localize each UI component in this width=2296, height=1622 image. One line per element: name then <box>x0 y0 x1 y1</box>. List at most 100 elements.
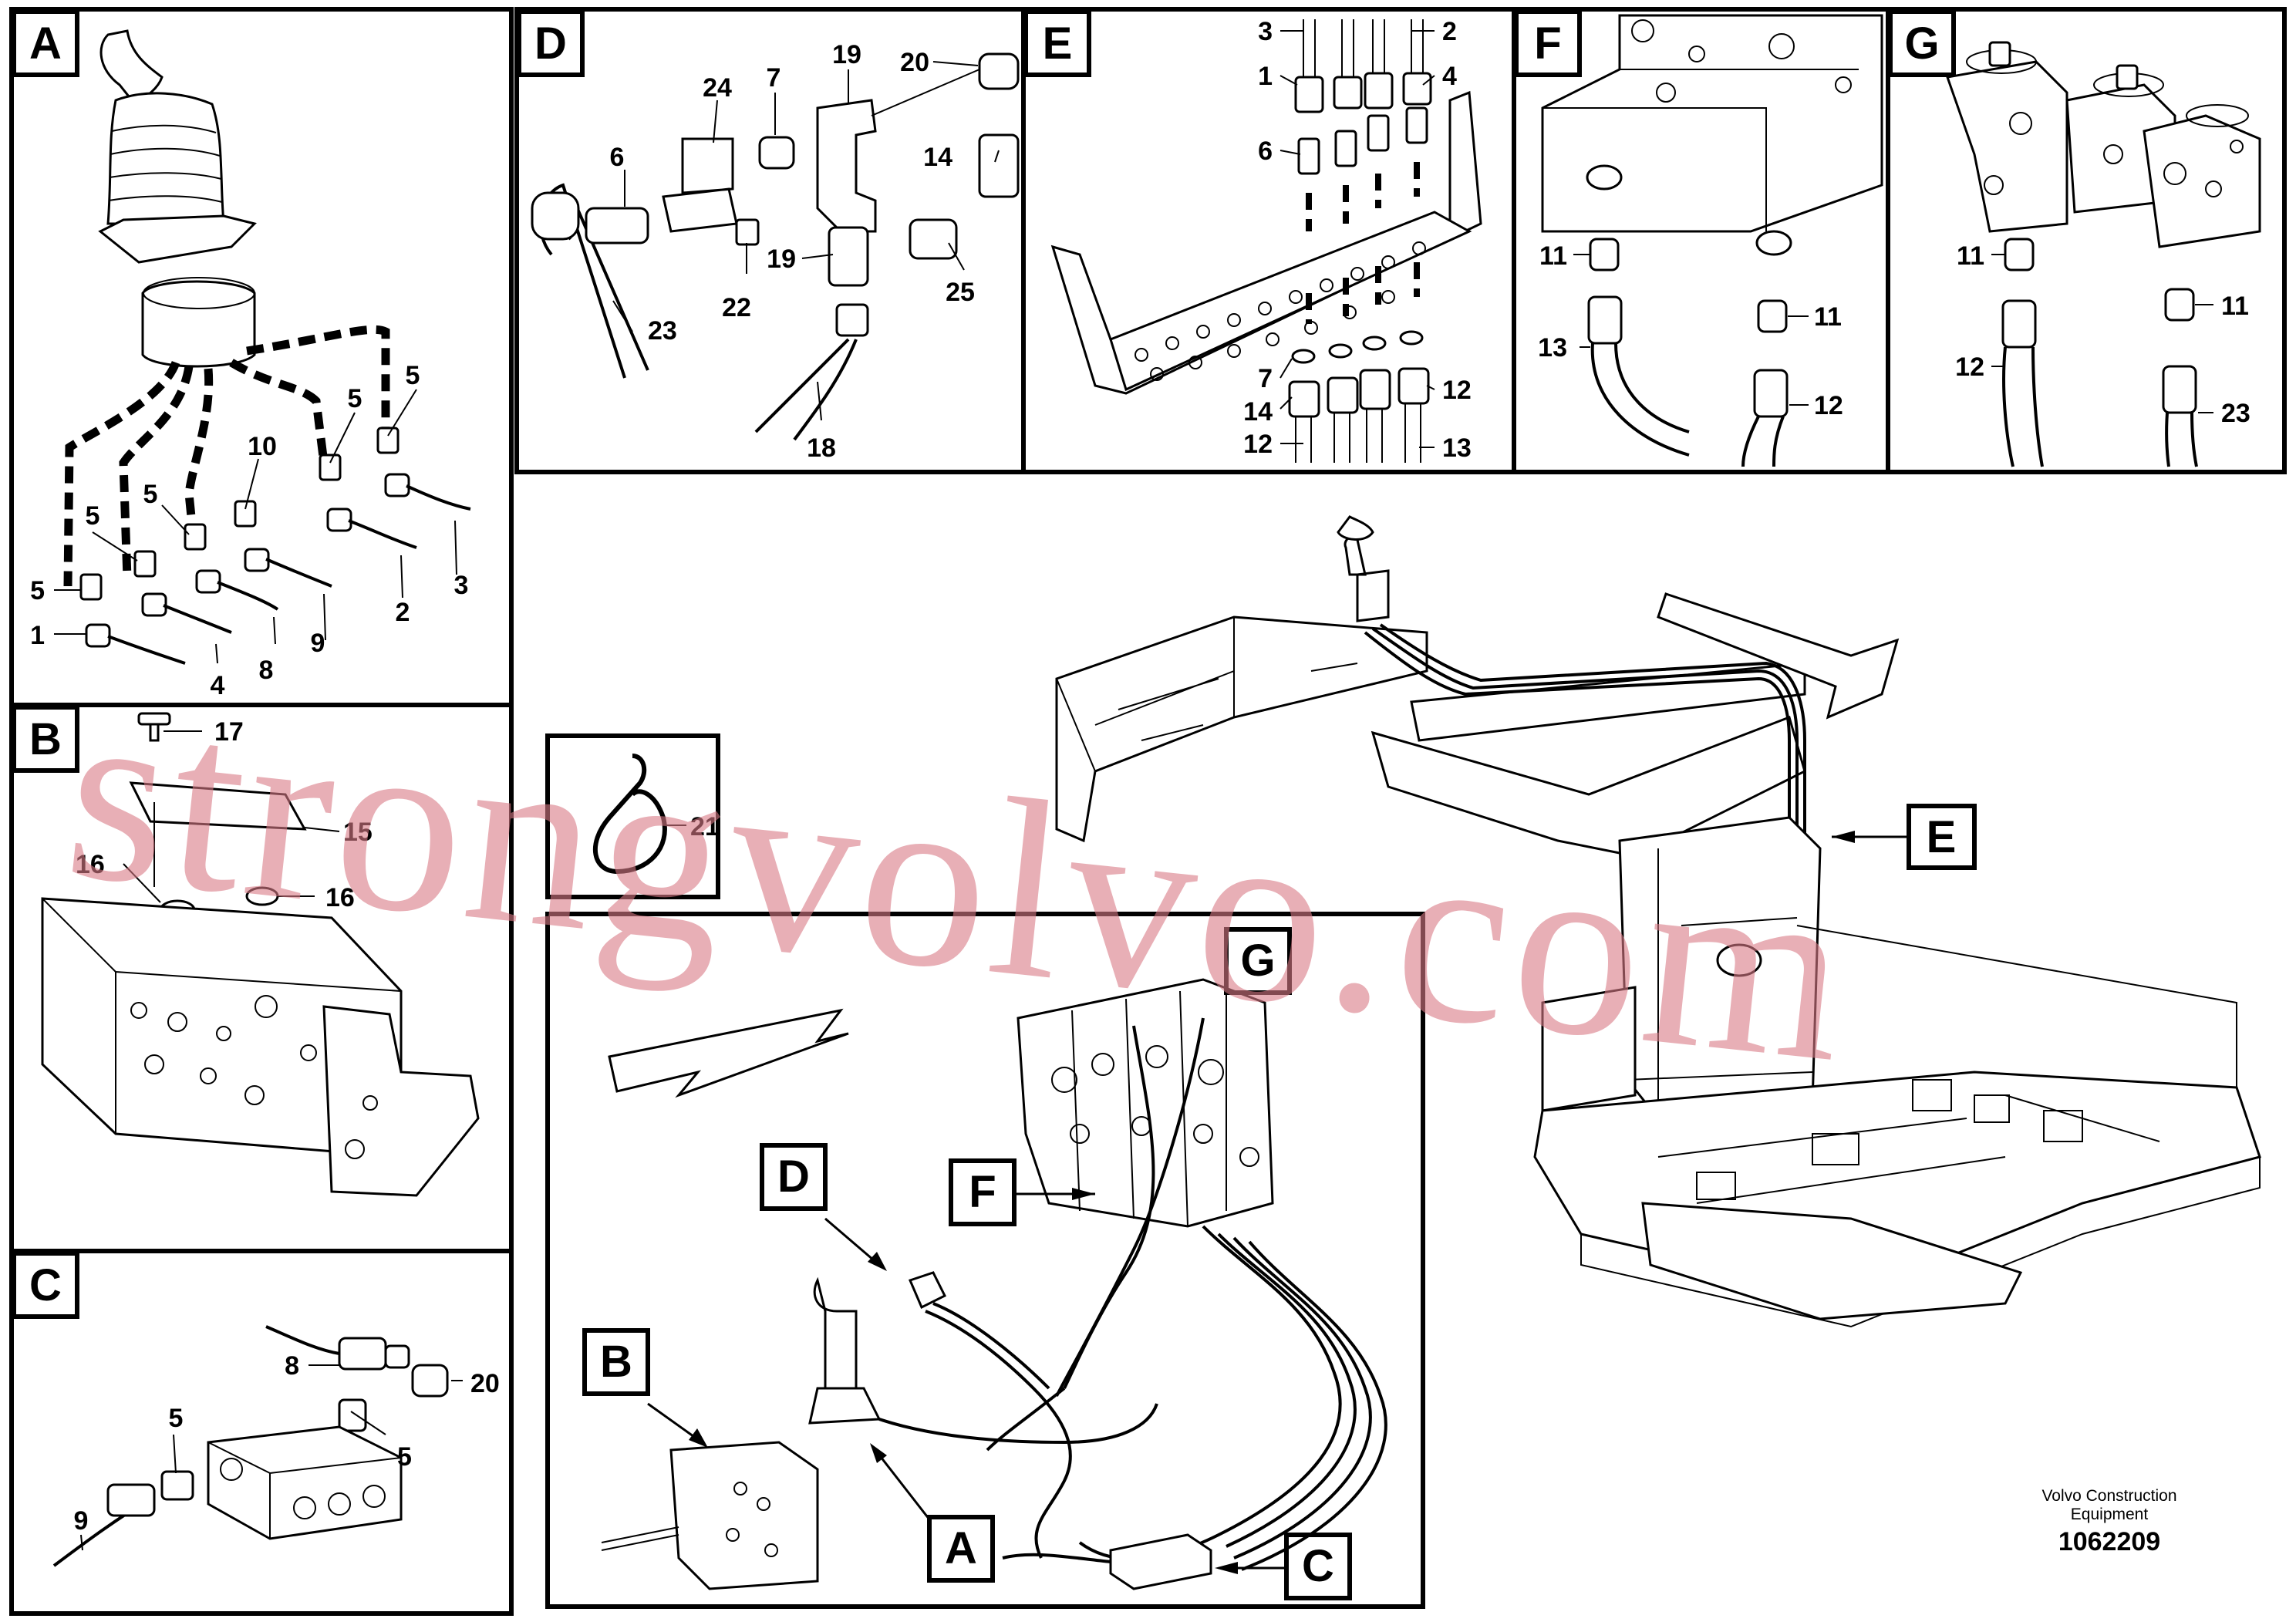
panel-f-valve: 11 11 13 12 <box>1538 14 1883 467</box>
plate-15 <box>129 781 307 831</box>
panel-f-label: F <box>1534 19 1561 69</box>
hose-dash-2 <box>119 366 194 579</box>
overview-joystick <box>1344 535 1390 622</box>
label-23g: 23 <box>2221 399 2250 428</box>
direction-arrow-detail <box>608 1008 849 1098</box>
hose-rail <box>1410 662 1806 742</box>
panel-letter-boxes: A B C D E F G <box>12 9 1956 1319</box>
panel-g-label: G <box>1904 19 1939 69</box>
bracket-24 <box>662 137 738 233</box>
label-5c2: 5 <box>169 1404 184 1433</box>
adapter-11f1 <box>1589 238 1620 271</box>
panel-b-label: B <box>29 714 62 764</box>
panel-a-fittings <box>79 427 471 665</box>
label-13e: 13 <box>1442 433 1472 463</box>
small-block <box>207 1425 403 1540</box>
hose-12f <box>1741 416 1785 467</box>
label-23d: 23 <box>648 316 677 346</box>
label-9: 9 <box>311 629 325 658</box>
hose-dash-5 <box>246 325 390 432</box>
brand-line-2: Equipment <box>2070 1506 2149 1523</box>
label-13f: 13 <box>1538 333 1567 363</box>
label-5c: 5 <box>143 480 158 509</box>
detail-joystick <box>813 1276 858 1390</box>
label-5d: 5 <box>348 384 362 413</box>
adapter-14d <box>978 133 1020 198</box>
label-24: 24 <box>703 73 732 103</box>
hose-13 <box>1590 342 1690 457</box>
panel-c-label: C <box>29 1260 62 1310</box>
perforated-bracket <box>1050 90 1482 395</box>
detail-view-frame <box>545 912 1425 1609</box>
label-10: 10 <box>248 432 277 461</box>
label-25: 25 <box>946 278 975 307</box>
callout-d: D <box>777 1152 810 1202</box>
hose-dash-3 <box>184 368 214 533</box>
panel-a-leaders <box>54 389 457 664</box>
brand-line-1: Volvo Construction <box>2041 1487 2177 1505</box>
document-number: 1062209 <box>2058 1527 2161 1556</box>
elbow-20d <box>978 52 1020 90</box>
panel-g-frame <box>1886 7 2287 474</box>
callout-f: F <box>969 1167 996 1217</box>
label-4e: 4 <box>1442 62 1457 91</box>
bolt-22 <box>735 218 760 246</box>
undercarriage-beam <box>1641 1202 2023 1320</box>
callout-e: E <box>1927 812 1957 862</box>
panel-21-cable-tie: 21 <box>593 754 720 875</box>
direction-arrow-main <box>1657 592 1900 720</box>
bracket <box>322 1005 480 1197</box>
panel-b-block: 17 15 16 16 <box>41 712 480 1197</box>
label-5a: 5 <box>30 576 45 605</box>
label-20d: 20 <box>900 48 929 77</box>
hose-23g <box>2165 412 2198 467</box>
fitting-25 <box>909 218 958 260</box>
label-11f1: 11 <box>1539 241 1567 271</box>
label-3e: 3 <box>1258 17 1273 46</box>
label-11f2: 11 <box>1814 302 1842 332</box>
boom-arm <box>1371 716 1806 858</box>
callout-g: G <box>1240 936 1275 986</box>
panel-e-label: E <box>1043 19 1073 69</box>
label-21: 21 <box>690 812 720 841</box>
hose-12g <box>2002 346 2044 467</box>
adapter-11f2 <box>1757 299 1788 333</box>
label-5e: 5 <box>406 361 420 390</box>
label-9c: 9 <box>74 1506 89 1536</box>
hose-dash-4 <box>229 359 329 464</box>
valve-housing-f <box>1541 14 1883 233</box>
valve-section-1 <box>1945 60 2068 233</box>
label-22: 22 <box>722 293 751 322</box>
joystick-base <box>141 280 256 368</box>
adapter-5b <box>160 1470 194 1501</box>
label-11g1: 11 <box>1957 241 1984 271</box>
label-2: 2 <box>396 598 410 627</box>
elbow-20 <box>411 1364 449 1398</box>
label-5c1: 5 <box>397 1442 412 1472</box>
label-12f: 12 <box>1814 391 1843 420</box>
label-19b: 19 <box>767 244 796 274</box>
hose-8 <box>265 1325 340 1355</box>
label-18: 18 <box>807 433 836 463</box>
detail-block-c <box>1109 1533 1212 1590</box>
label-16b: 16 <box>325 883 355 912</box>
panel-21-frame <box>545 733 720 899</box>
panel-a-joystick: 1 5 5 5 10 5 5 4 8 9 2 3 <box>30 29 471 700</box>
detail-view: G F D B A C <box>582 927 1387 1600</box>
label-7e: 7 <box>1258 364 1273 393</box>
label-4: 4 <box>211 671 225 700</box>
panel-d-fittings: 6 24 7 19 20 14 19 25 22 23 18 <box>531 40 1020 463</box>
valve-section-3 <box>2143 114 2261 248</box>
control-valve <box>1017 978 1274 1228</box>
label-5b: 5 <box>86 501 100 531</box>
panel-a-label: A <box>29 19 62 69</box>
label-20c: 20 <box>470 1369 500 1398</box>
label-8: 8 <box>259 656 274 685</box>
adapter-11g1 <box>2004 238 2035 271</box>
adapter-11g2 <box>2164 288 2195 322</box>
panel-d-label: D <box>534 19 567 69</box>
label-19a: 19 <box>832 40 861 69</box>
label-14d: 14 <box>923 143 952 172</box>
